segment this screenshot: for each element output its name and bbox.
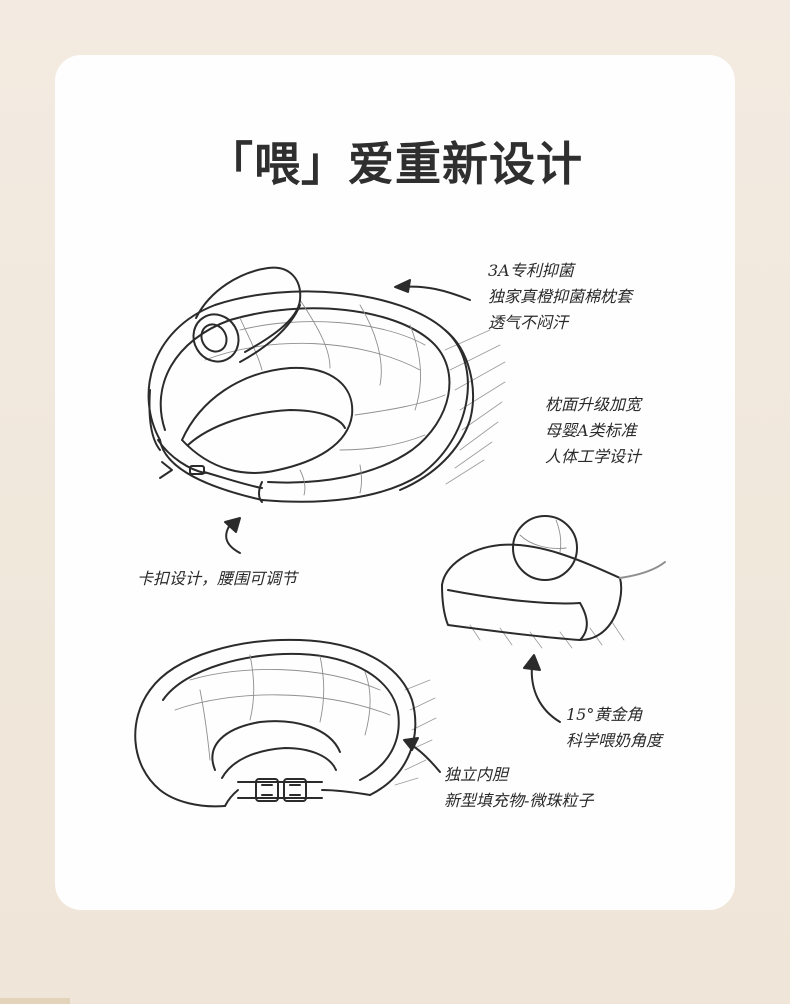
note-filling: 独立内胆 新型填充物-微珠粒子 [444, 762, 593, 814]
bottom-pillow-shadow [394, 679, 437, 786]
wedge-pillow-sketch [441, 515, 666, 649]
arrow-to-cover [401, 285, 471, 301]
note-line: 透气不闷汗 [488, 313, 569, 332]
note-line: 新型填充物-微珠粒子 [444, 791, 594, 810]
top-pillow-shadow [444, 329, 506, 485]
note-line: 卡扣设计，腰围可调节 [137, 569, 298, 588]
note-angle: 15°黄金角 科学喂奶角度 [566, 702, 662, 754]
bottom-pillow-sketch [134, 638, 437, 808]
note-cover: 3A专利抑菌 独家真橙抑菌棉枕套 透气不闷汗 [488, 258, 632, 336]
arrow-to-filling [409, 743, 441, 773]
note-line: 人体工学设计 [545, 447, 642, 466]
note-line: 15°黄金角 [566, 705, 643, 724]
note-line: 科学喂奶角度 [566, 731, 663, 750]
note-surface: 枕面升级加宽 母婴A类标准 人体工学设计 [545, 392, 641, 470]
annotation-arrows [224, 279, 561, 773]
bottom-accent-strip [0, 998, 70, 1004]
note-line: 枕面升级加宽 [545, 395, 642, 414]
top-pillow-sketch [147, 266, 506, 503]
note-line: 3A专利抑菌 [488, 261, 574, 280]
note-line: 独立内胆 [444, 765, 509, 784]
note-buckle: 卡扣设计，腰围可调节 [137, 566, 297, 592]
arrow-to-wedge [530, 664, 561, 723]
page-title: 「喂」爱重新设计 [207, 137, 583, 191]
note-line: 独家真橙抑菌棉枕套 [488, 287, 633, 306]
content-card [55, 55, 735, 910]
wedge-shadow [469, 621, 625, 649]
note-line: 母婴A类标准 [545, 421, 637, 440]
